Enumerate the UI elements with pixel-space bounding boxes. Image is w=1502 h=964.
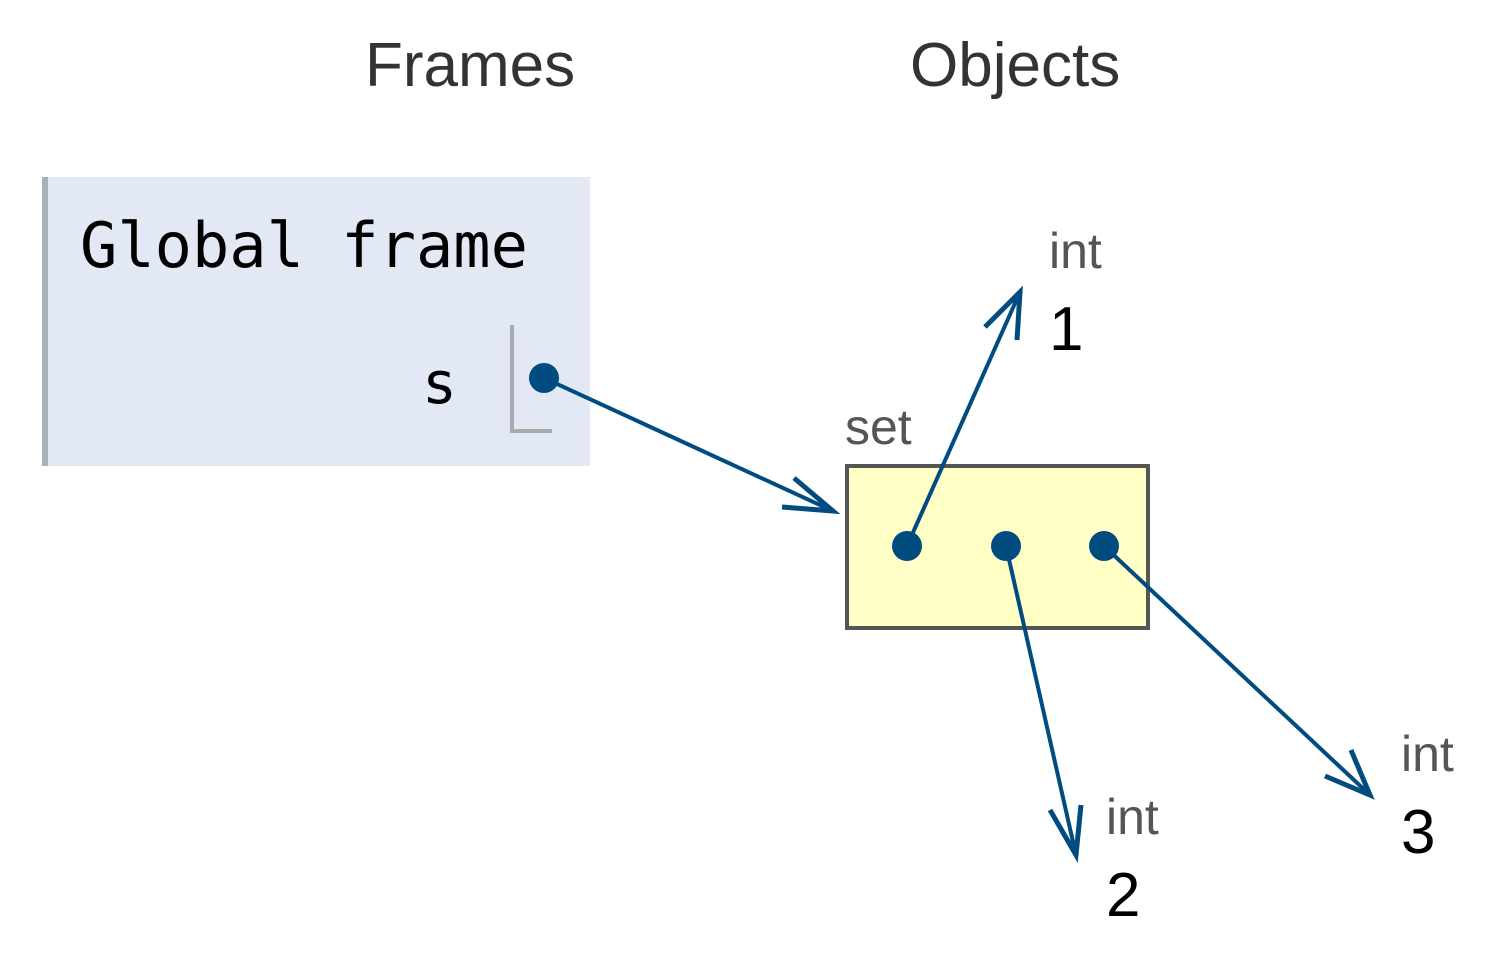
global-frame-title: Global frame — [80, 209, 528, 282]
set-type-label: set — [845, 399, 912, 455]
int-2-value: 2 — [1106, 861, 1141, 930]
int-2-type-label: int — [1106, 789, 1159, 845]
int-3-value: 3 — [1401, 798, 1436, 867]
variable-slot-s — [510, 325, 552, 433]
arrowhead — [781, 476, 841, 515]
global-frame: Global frame s — [42, 177, 590, 466]
set-object — [845, 464, 1150, 630]
variable-name-s: s — [422, 349, 457, 417]
arrowhead — [983, 285, 1023, 341]
arrowhead — [1324, 749, 1375, 800]
int-1-value: 1 — [1049, 295, 1084, 364]
arrowhead — [1047, 804, 1084, 863]
int-1-type-label: int — [1049, 223, 1102, 279]
objects-header: Objects — [910, 31, 1121, 100]
frames-header: Frames — [365, 31, 576, 100]
int-3-type-label: int — [1401, 726, 1454, 782]
